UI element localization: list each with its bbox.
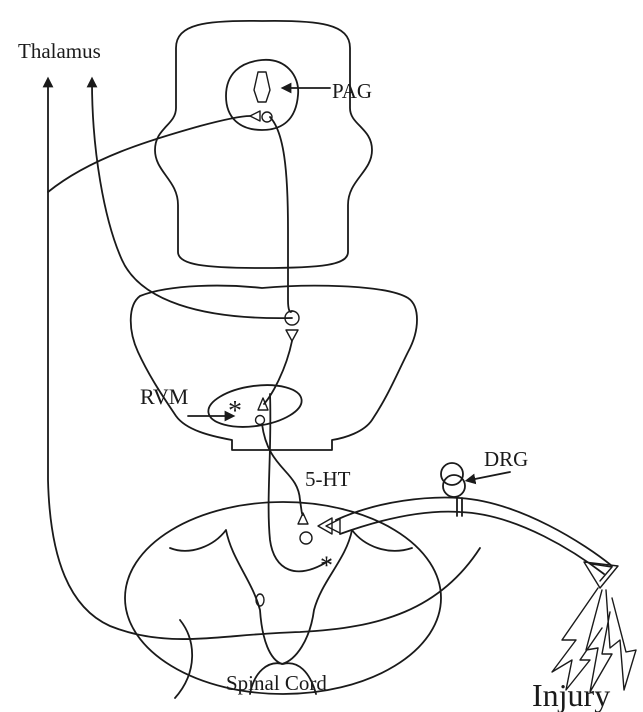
spinal-cord-outline xyxy=(125,502,441,694)
rvm-outline xyxy=(206,380,305,433)
aqueduct xyxy=(254,72,270,102)
injury-label: Injury xyxy=(532,677,610,712)
pag-descending-fibre xyxy=(270,117,292,312)
pag-neuron-triangle xyxy=(250,111,260,121)
rvm-label: RVM xyxy=(140,384,188,409)
thalamus-label: Thalamus xyxy=(18,39,101,63)
midbrain-outline xyxy=(155,21,372,268)
drg-label: DRG xyxy=(484,447,528,471)
spinothalamic-tract-outer xyxy=(48,82,480,639)
pag-to-left-fibre xyxy=(48,116,250,192)
rvm-neuron-circle xyxy=(256,416,265,425)
drg-cell-lower xyxy=(443,475,465,497)
rvm-asterisk: * xyxy=(228,396,242,427)
pons-neuron-triangle xyxy=(286,330,298,341)
pag-label: PAG xyxy=(332,79,372,103)
drg-arrow xyxy=(470,472,510,480)
afferent-terminal-2 xyxy=(326,519,340,533)
pons-to-rvm-fibre xyxy=(264,341,292,404)
afferent-fibre-bottom xyxy=(340,512,604,574)
grey-matter-lower xyxy=(175,620,192,698)
medulla-outline xyxy=(131,286,417,450)
afferent-terminal xyxy=(318,518,332,534)
grey-matter xyxy=(170,530,412,664)
dorsal-neuron-circle xyxy=(300,532,312,544)
five-ht-label: 5-HT xyxy=(305,467,351,491)
spinal-cord-label: Spinal Cord xyxy=(226,671,327,695)
